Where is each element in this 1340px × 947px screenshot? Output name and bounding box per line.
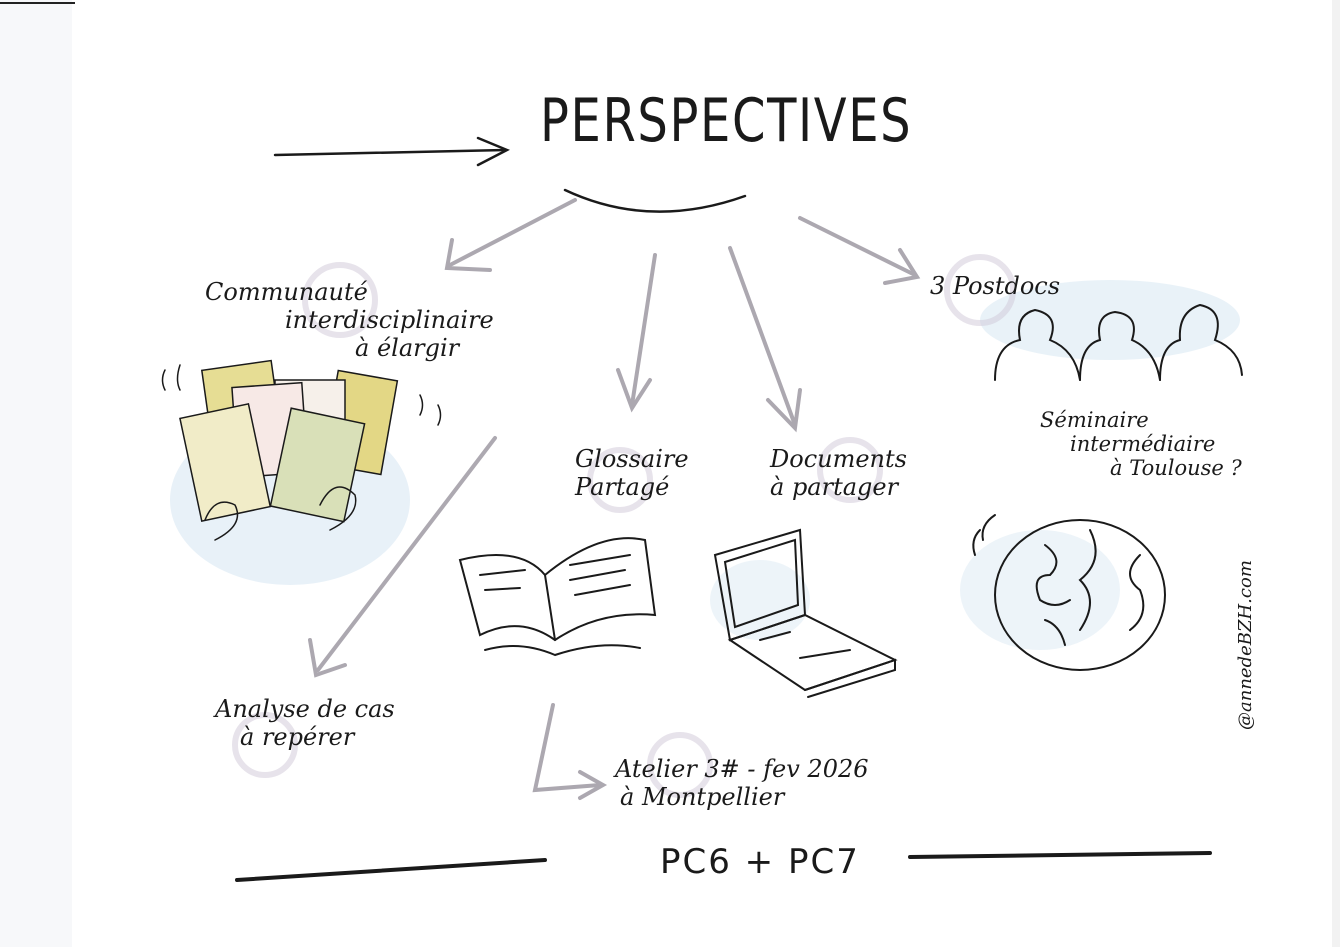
book-drawing bbox=[458, 537, 657, 657]
bottom-line-right bbox=[908, 851, 1212, 859]
bottom-line-left bbox=[235, 858, 547, 882]
node-text: Atelier 3# - fev 2026 bbox=[615, 755, 869, 783]
node-text: Séminaire bbox=[1040, 408, 1149, 432]
node-text: Documents bbox=[770, 445, 907, 473]
faint-circles bbox=[232, 254, 1016, 798]
scan-margin-right bbox=[1332, 0, 1340, 947]
node-communaute: Communauté interdisciplinaire à élargir bbox=[205, 278, 494, 362]
branch-arrows bbox=[308, 198, 921, 800]
cards-drawing bbox=[161, 359, 442, 541]
node-text: Analyse de cas bbox=[215, 695, 395, 723]
footer-label: PC6 + PC7 bbox=[660, 842, 860, 882]
node-text: à partager bbox=[770, 473, 899, 501]
signature: @annedeBZH.com bbox=[1235, 560, 1256, 730]
node-text: Partagé bbox=[575, 473, 670, 501]
node-text: interdisciplinaire bbox=[285, 306, 494, 334]
laptop-drawing bbox=[713, 528, 898, 698]
node-text: Glossaire bbox=[575, 445, 689, 473]
node-text: intermédiaire bbox=[1070, 432, 1216, 456]
node-glossaire: Glossaire Partagé bbox=[575, 445, 689, 501]
node-text: à élargir bbox=[355, 334, 460, 362]
node-analyse: Analyse de cas à repérer bbox=[215, 695, 395, 751]
node-text: à Toulouse ? bbox=[1110, 456, 1242, 480]
node-text: Communauté bbox=[205, 278, 368, 306]
title-arrow bbox=[273, 136, 510, 167]
node-text: à Montpellier bbox=[620, 783, 785, 811]
node-text: à repérer bbox=[240, 723, 355, 751]
node-seminaire: Séminaire intermédiaire à Toulouse ? bbox=[1040, 408, 1242, 480]
node-documents: Documents à partager bbox=[770, 445, 907, 501]
scan-margin bbox=[0, 0, 72, 947]
node-atelier: Atelier 3# - fev 2026 à Montpellier bbox=[615, 755, 869, 811]
page-title: PERSPECTIVES bbox=[540, 86, 913, 156]
title-underline bbox=[563, 188, 747, 213]
globe-drawing bbox=[972, 514, 1166, 671]
node-postdocs: 3 Postdocs bbox=[930, 272, 1061, 300]
postdocs-people-drawing bbox=[994, 303, 1243, 381]
scan-line bbox=[0, 2, 75, 4]
